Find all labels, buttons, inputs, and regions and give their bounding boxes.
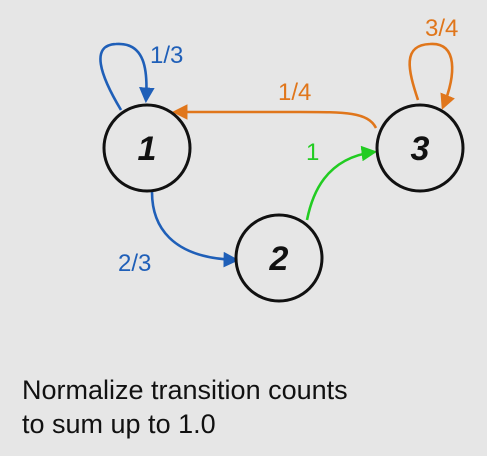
caption-line-2: to sum up to 1.0 <box>22 409 216 439</box>
caption-line-1: Normalize transition counts <box>22 375 348 405</box>
edge-label-2-to-3: 1 <box>306 139 319 166</box>
edge-1-to-1 <box>99 42 155 111</box>
edge-3-to-1 <box>171 104 378 129</box>
edge-3-to-3 <box>408 42 455 110</box>
edge-1-to-2 <box>150 191 240 268</box>
edge-label-3-to-3: 3/4 <box>425 15 458 42</box>
node-1: 1 <box>102 103 192 193</box>
edge-2-to-3 <box>305 145 378 221</box>
node-3-label: 3 <box>411 130 430 168</box>
edge-label-3-to-1: 1/4 <box>278 79 311 106</box>
caption: Normalize transition counts to sum up to… <box>22 373 348 441</box>
markov-chain-diagram: 1/3 2/3 1 1/4 3/4 1 2 3 <box>99 15 465 303</box>
node-2: 2 <box>234 213 324 303</box>
edge-label-1-to-1: 1/3 <box>150 42 183 69</box>
node-1-label: 1 <box>138 130 157 168</box>
node-3: 3 <box>375 103 465 193</box>
edge-label-1-to-2: 2/3 <box>118 250 151 277</box>
node-2-label: 2 <box>269 240 289 278</box>
